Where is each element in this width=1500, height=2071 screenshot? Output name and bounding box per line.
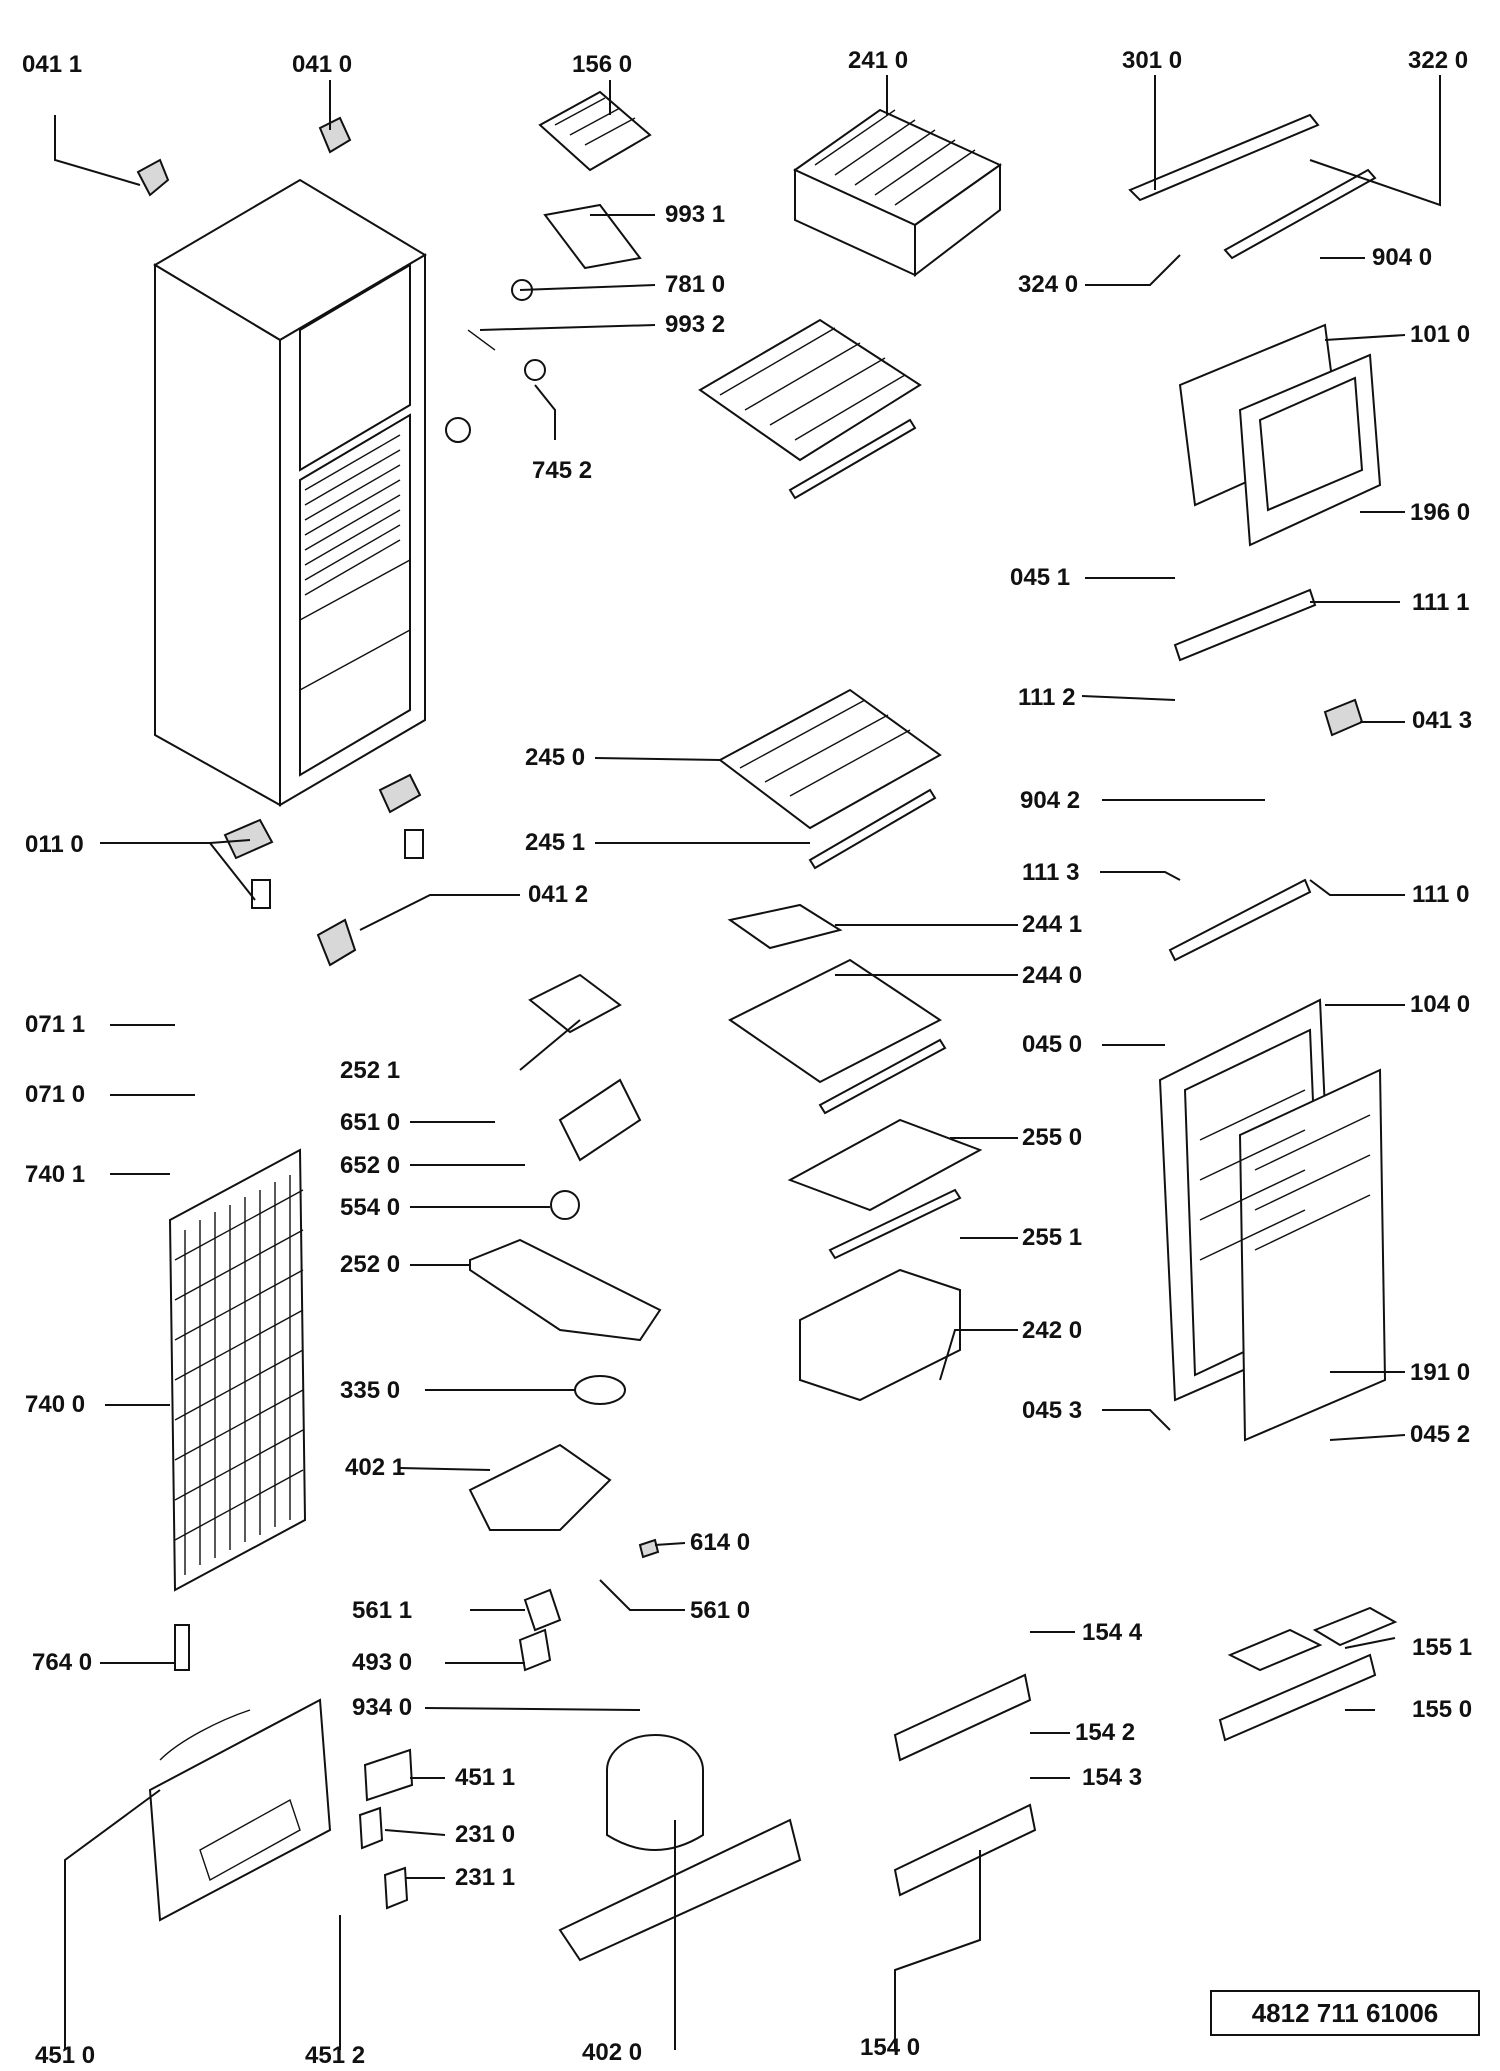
part-label: 402 0: [582, 2039, 642, 2066]
part-label: 614 0: [690, 1529, 750, 1556]
part-label: 104 0: [1410, 991, 1470, 1018]
part-label: 651 0: [340, 1109, 400, 1136]
part-label: 252 0: [340, 1251, 400, 1278]
part-label: 561 0: [690, 1597, 750, 1624]
part-label: 111 0: [1412, 881, 1469, 908]
part-labels: 041 1 041 0 156 0 241 0 301 0 322 0 993 …: [22, 47, 1472, 2069]
part-label: 255 1: [1022, 1224, 1082, 1251]
part-label: 993 2: [665, 311, 725, 338]
part-label: 244 0: [1022, 962, 1082, 989]
part-label: 071 1: [25, 1011, 85, 1038]
part-label: 154 3: [1082, 1764, 1142, 1791]
part-label: 781 0: [665, 271, 725, 298]
part-label: 071 0: [25, 1081, 85, 1108]
part-label: 451 2: [305, 2042, 365, 2069]
part-label: 904 0: [1372, 244, 1432, 271]
cabinet-drawing: [153, 178, 427, 807]
part-label: 156 0: [572, 51, 632, 78]
part-label: 652 0: [340, 1152, 400, 1179]
compressor-drawing: [558, 1734, 802, 1962]
part-label: 493 0: [352, 1649, 412, 1676]
part-label: 196 0: [1410, 499, 1470, 526]
part-label: 322 0: [1408, 47, 1468, 74]
freezer-door-drawing: [1128, 113, 1382, 962]
part-label: 993 1: [665, 201, 725, 228]
part-label: 745 2: [532, 457, 592, 484]
part-label: 154 4: [1082, 1619, 1143, 1646]
part-label: 011 0: [25, 831, 84, 858]
part-label: 242 0: [1022, 1317, 1082, 1344]
controls-drawing: [358, 973, 662, 1910]
part-label: 111 2: [1018, 684, 1075, 711]
part-label: 154 0: [860, 2034, 920, 2061]
condenser-drawing: [168, 1148, 307, 1671]
back-plate-drawing: [148, 1698, 332, 1922]
part-label: 155 1: [1412, 1634, 1472, 1661]
fridge-door-drawing: [1158, 998, 1387, 1442]
hinge-drawings: [136, 116, 1364, 967]
part-label: 191 0: [1410, 1359, 1470, 1386]
freezer-shelves-drawing: [698, 108, 1002, 1402]
part-label: 451 0: [35, 2042, 95, 2069]
part-label: 041 0: [292, 51, 352, 78]
part-label: 764 0: [32, 1649, 92, 1676]
part-label: 045 1: [1010, 564, 1070, 591]
part-label: 111 1: [1412, 589, 1469, 616]
part-label: 301 0: [1122, 47, 1182, 74]
part-label: 402 1: [345, 1454, 405, 1481]
part-label: 934 0: [352, 1694, 412, 1721]
part-label: 252 1: [340, 1057, 400, 1084]
part-label: 101 0: [1410, 321, 1470, 348]
part-label: 231 1: [455, 1864, 515, 1891]
door-bins-drawing: [893, 1606, 1398, 1897]
part-label: 554 0: [340, 1194, 400, 1221]
part-label: 045 2: [1410, 1421, 1470, 1448]
part-label: 245 0: [525, 744, 585, 771]
part-label: 155 0: [1412, 1696, 1472, 1723]
part-label: 740 0: [25, 1391, 85, 1418]
part-label: 244 1: [1022, 911, 1082, 938]
part-label: 041 2: [528, 881, 588, 908]
part-label: 561 1: [352, 1597, 412, 1624]
part-label: 740 1: [25, 1161, 85, 1188]
part-label: 045 0: [1022, 1031, 1082, 1058]
part-label: 154 2: [1075, 1719, 1135, 1746]
part-label: 245 1: [525, 829, 585, 856]
part-label: 904 2: [1020, 787, 1080, 814]
part-label: 324 0: [1018, 271, 1078, 298]
document-number-box: 4812 711 61006: [1210, 1990, 1480, 2036]
part-label: 111 3: [1022, 859, 1079, 886]
part-label: 451 1: [455, 1764, 515, 1791]
part-label: 231 0: [455, 1821, 515, 1848]
small-parts-upper: [445, 90, 652, 443]
part-label: 335 0: [340, 1377, 400, 1404]
part-label: 255 0: [1022, 1124, 1082, 1151]
part-label: 041 1: [22, 51, 82, 78]
leader-lines: [54, 75, 1441, 2050]
part-label: 041 3: [1412, 707, 1472, 734]
document-number: 4812 711 61006: [1251, 1997, 1439, 2028]
part-label: 045 3: [1022, 1397, 1082, 1424]
part-label: 241 0: [848, 47, 908, 74]
